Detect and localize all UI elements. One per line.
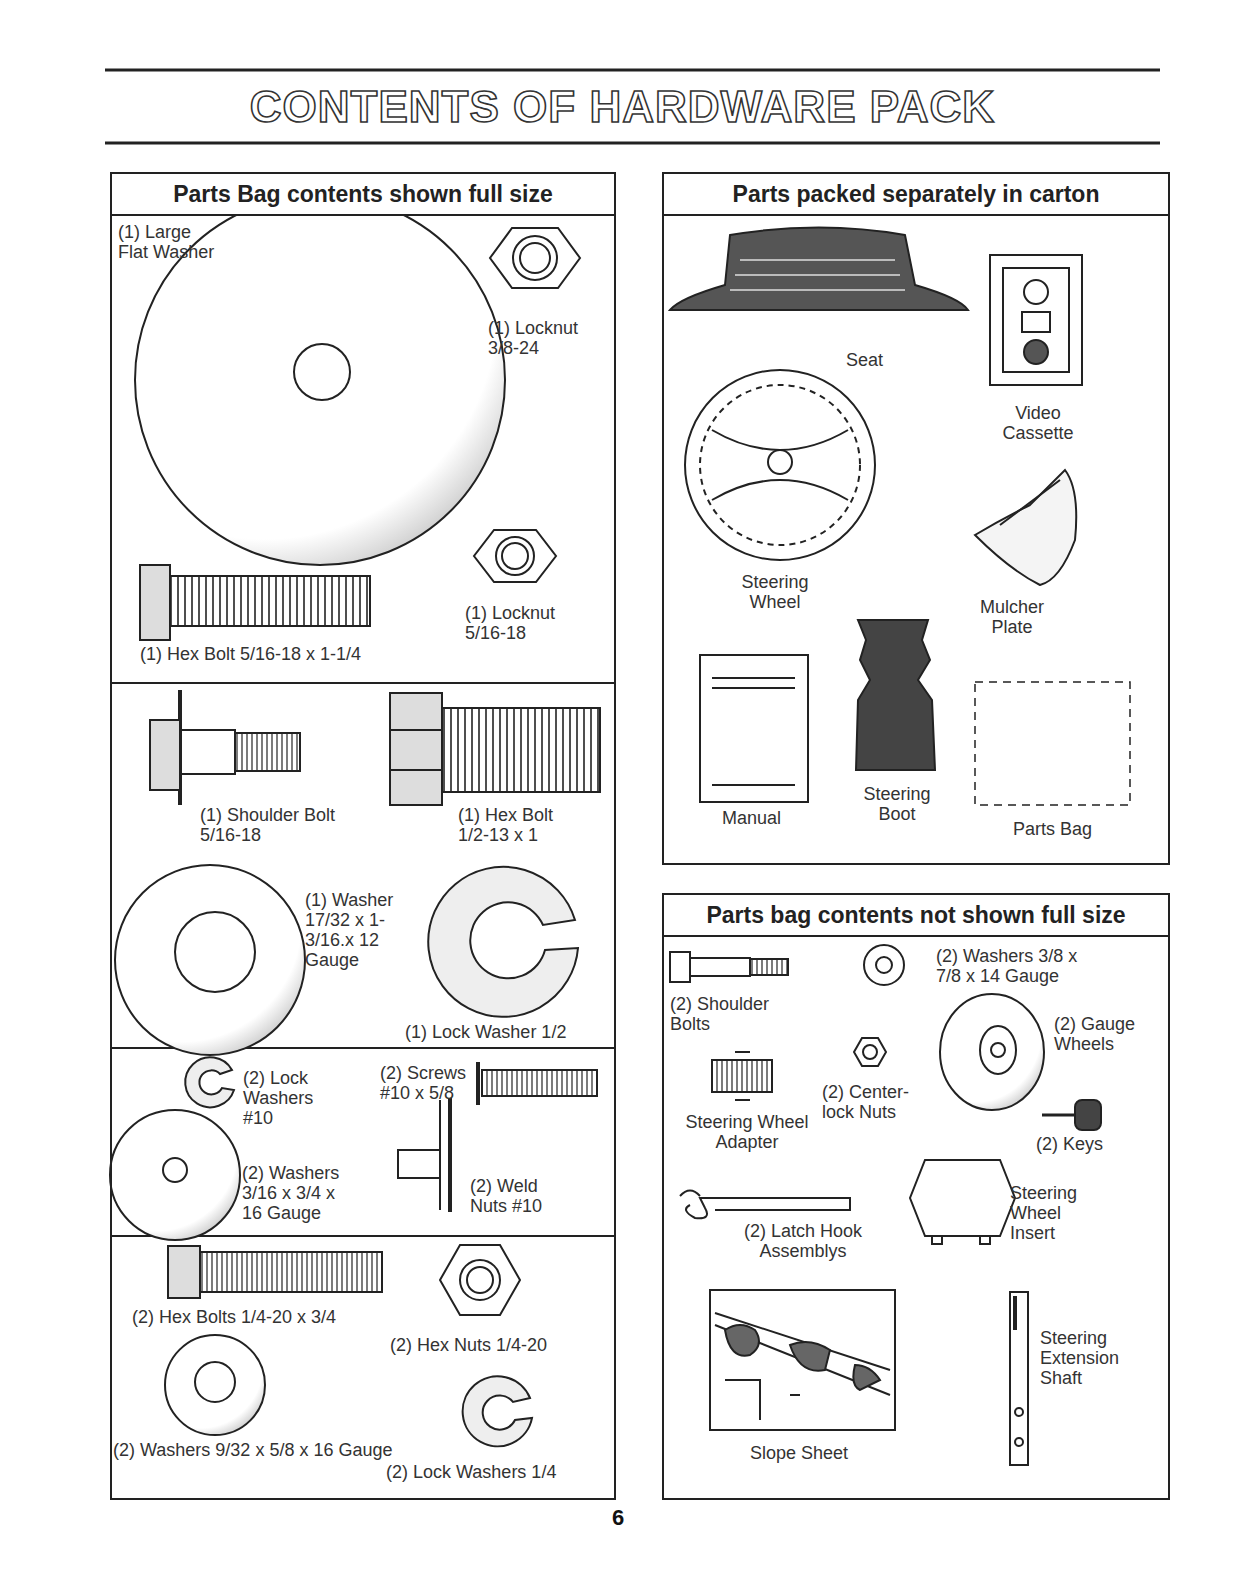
page-title: CONTENTS OF HARDWARE PACK [0,82,1245,132]
part-label: (2) Washers 3/16 x 3/4 x 16 Gauge [242,1163,357,1223]
part-label: (1) Shoulder Bolt 5/16-18 [200,805,340,845]
part-label: Mulcher Plate [962,597,1062,637]
part-label: Steering Boot [847,784,947,824]
part-label: (2) Keys [1036,1134,1116,1154]
part-label: (2) Gauge Wheels [1054,1014,1154,1054]
part-label: (2) Hex Bolts 1/4-20 x 3/4 [132,1307,372,1327]
part-label: Steering Wheel Adapter [672,1112,822,1152]
part-label: (2) Washers 3/8 x 7/8 x 14 Gauge [936,946,1106,986]
panel-heading: Parts bag contents not shown full size [664,895,1168,937]
part-label: (1) Locknut 3/8-24 [488,318,608,358]
part-label: (1) Lock Washer 1/2 [405,1022,605,1042]
part-label: (2) Lock Washers #10 [243,1068,338,1128]
part-label: Steering Wheel [725,572,825,612]
part-label: Video Cassette [988,403,1088,443]
part-label: (1) Large Flat Washer [118,222,218,262]
part-label: Parts Bag [1013,819,1113,839]
part-label: (2) Lock Washers 1/4 [386,1462,586,1482]
panel-heading: Parts Bag contents shown full size [112,174,614,216]
part-label: (1) Locknut 5/16-18 [465,603,585,643]
part-label: (2) Latch Hook Assemblys [733,1221,873,1261]
panel-heading: Parts packed separately in carton [664,174,1168,216]
part-label: (1) Hex Bolt 5/16-18 x 1-1/4 [140,644,440,664]
part-label: (1) Washer 17/32 x 1-3/16.x 12 Gauge [305,890,410,970]
part-label: Slope Sheet [750,1443,880,1463]
part-label: Seat [846,350,906,370]
part-label: (2) Screws #10 x 5/8 [380,1063,475,1103]
part-label: (2) Weld Nuts #10 [470,1176,570,1216]
part-label: (2) Shoulder Bolts [670,994,770,1034]
part-label: (1) Hex Bolt 1/2-13 x 1 [458,805,588,845]
part-label: Steering Wheel Insert [1010,1183,1110,1243]
part-label: Manual [722,808,812,828]
page-number: 6 [612,1508,642,1528]
panel-box: Parts Bag contents shown full size [110,172,616,1500]
part-label: Steering Extension Shaft [1040,1328,1150,1388]
part-label: (2) Washers 9/32 x 5/8 x 16 Gauge [113,1440,433,1460]
part-label: (2) Hex Nuts 1/4-20 [390,1335,590,1355]
panel-box: Parts bag contents not shown full size [662,893,1170,1500]
panel-box: Parts packed separately in carton [662,172,1170,865]
part-label: (2) Center-lock Nuts [822,1082,932,1122]
